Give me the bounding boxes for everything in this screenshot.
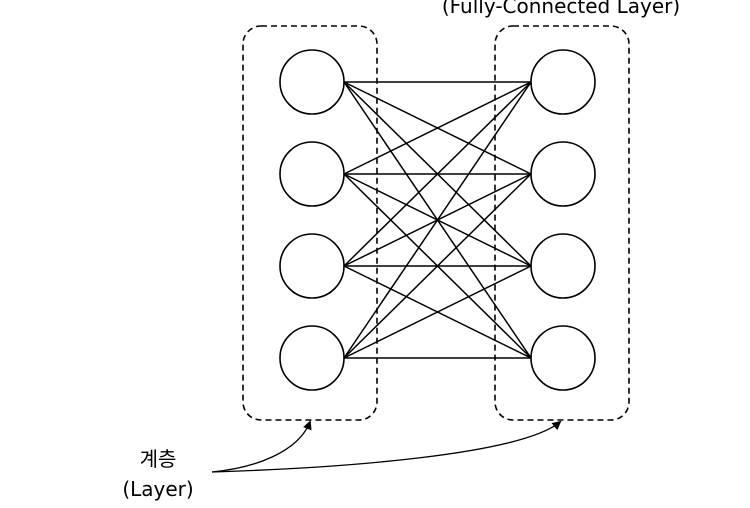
right-layer-node-2 — [530, 141, 596, 207]
layer-label-english: (Layer) — [122, 477, 193, 501]
left-layer-node-1 — [279, 49, 345, 115]
layer-label-korean: 계층 — [140, 447, 177, 471]
connection-edges — [343, 81, 532, 359]
edge-left-4-to-right-1 — [343, 81, 532, 359]
left-layer-node-2 — [279, 141, 345, 207]
right-layer-box — [494, 25, 630, 421]
layer-pointer-left — [211, 420, 312, 473]
right-layer-node-1 — [530, 49, 596, 115]
layer-nodes — [279, 49, 596, 391]
left-layer-box — [242, 25, 378, 421]
edge-left-4-to-right-2 — [343, 173, 532, 359]
right-layer-node-3 — [530, 233, 596, 299]
left-layer-node-4 — [279, 325, 345, 391]
left-layer-node-3 — [279, 233, 345, 299]
right-layer-node-4 — [530, 325, 596, 391]
layer-pointer-right — [211, 420, 562, 473]
edge-left-3-to-right-1 — [343, 81, 532, 267]
diagram-title: (Fully-Connected Layer) — [442, 0, 680, 18]
edge-left-2-to-right-1 — [343, 81, 532, 175]
edge-left-4-to-right-3 — [343, 265, 532, 359]
